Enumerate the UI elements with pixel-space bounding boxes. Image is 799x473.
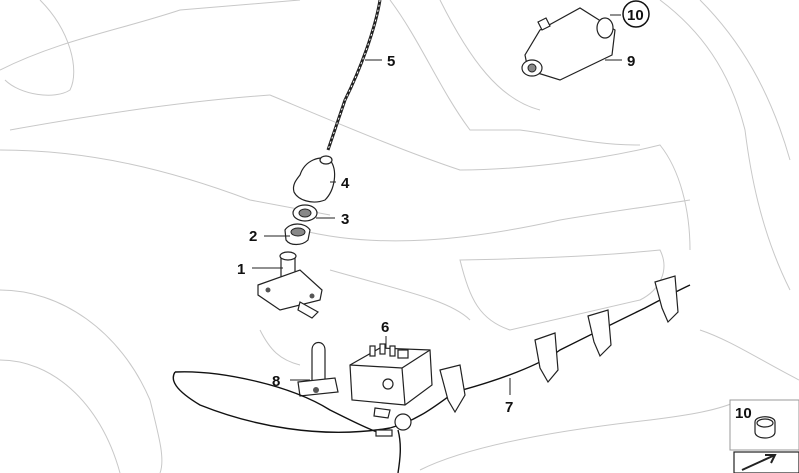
callout-10: 10 <box>627 7 644 24</box>
inset-panel <box>729 399 799 473</box>
callout-9: 9 <box>627 53 635 70</box>
callout-labels: 1 2 3 4 5 6 7 8 9 10 10 <box>237 0 752 422</box>
seal-part <box>284 223 311 246</box>
callout-1: 1 <box>237 261 245 278</box>
callout-7: 7 <box>505 399 513 416</box>
callout-2: 2 <box>249 228 257 245</box>
callout-8: 8 <box>272 373 280 390</box>
antenna-foot <box>257 251 323 319</box>
antenna-base-cover <box>292 155 336 203</box>
callout-3: 3 <box>341 211 349 228</box>
callout-4: 4 <box>341 175 350 192</box>
amplifier-box <box>349 343 433 419</box>
cable-stub <box>297 341 339 397</box>
inset-label: 10 <box>735 405 752 422</box>
control-module <box>521 7 616 81</box>
callout-5: 5 <box>387 53 395 70</box>
nut-part <box>292 204 318 222</box>
wiring-harness <box>172 275 691 473</box>
callout-6: 6 <box>381 319 389 336</box>
leader-lines <box>252 14 622 395</box>
antenna-mast <box>326 0 382 151</box>
callout-10-circle <box>622 0 650 28</box>
